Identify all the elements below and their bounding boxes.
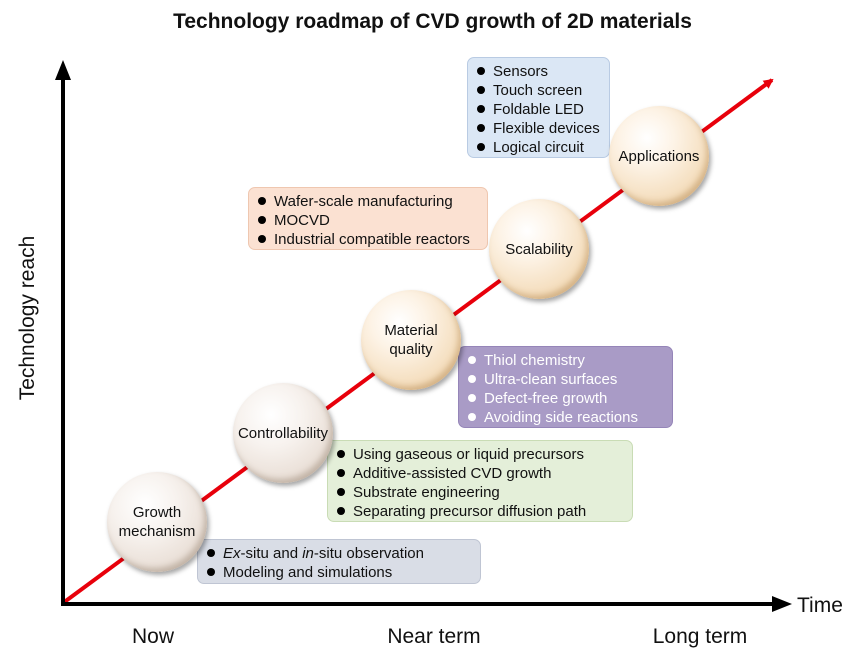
controllability-item: Separating precursor diffusion path bbox=[336, 502, 622, 521]
scalability-item: Industrial compatible reactors bbox=[257, 230, 477, 249]
y-axis-label: Technology reach bbox=[16, 235, 39, 401]
applications-item: Flexible devices bbox=[476, 119, 600, 138]
applications-item: Logical circuit bbox=[476, 138, 599, 157]
tick-long-term: Long term bbox=[652, 625, 748, 648]
stage-label: Material quality bbox=[384, 322, 438, 358]
scalability-item: Wafer-scale manufacturing bbox=[257, 192, 477, 211]
stage-label: Growth mechanism bbox=[118, 504, 196, 540]
scalability-item: MOCVD bbox=[257, 211, 477, 230]
stage-applications: Applications bbox=[609, 106, 709, 206]
x-axis-arrowhead bbox=[772, 596, 792, 612]
stage-controllability: Controllability bbox=[233, 383, 333, 483]
quality-item: Ultra-clean surfaces bbox=[467, 370, 662, 389]
stage-material-quality: Material quality bbox=[361, 290, 461, 390]
tick-near-term: Near term bbox=[387, 625, 481, 648]
mechanism-item: Ex-situ and in-situ observation bbox=[206, 544, 470, 563]
mechanism-item-text: Ex-situ and in-situ observation bbox=[223, 545, 424, 562]
diagram-title: Technology roadmap of CVD growth of 2D m… bbox=[173, 10, 692, 33]
mechanism-box: Ex-situ and in-situ observation Modeling… bbox=[197, 539, 481, 584]
stage-scalability: Scalability bbox=[489, 199, 589, 299]
applications-item: Sensors bbox=[476, 62, 599, 81]
controllability-item: Substrate engineering bbox=[336, 483, 622, 502]
stage-label: Scalability bbox=[505, 240, 573, 258]
y-axis-arrowhead bbox=[55, 60, 71, 80]
applications-item: Foldable LED bbox=[476, 100, 599, 119]
stage-label: Applications bbox=[618, 147, 700, 165]
stage-growth-mechanism: Growth mechanism bbox=[107, 472, 207, 572]
controllability-item: Using gaseous or liquid precursors bbox=[336, 445, 622, 464]
applications-box: Sensors Touch screen Foldable LED Flexib… bbox=[467, 57, 610, 158]
mechanism-item: Modeling and simulations bbox=[206, 563, 470, 582]
tick-now: Now bbox=[131, 625, 175, 648]
quality-item: Thiol chemistry bbox=[467, 351, 662, 370]
quality-item: Avoiding side reactions bbox=[467, 408, 662, 427]
stage-label: Controllability bbox=[237, 424, 329, 442]
quality-item: Defect-free growth bbox=[467, 389, 662, 408]
applications-item: Touch screen bbox=[476, 81, 599, 100]
scalability-box: Wafer-scale manufacturing MOCVD Industri… bbox=[248, 187, 488, 250]
controllability-box: Using gaseous or liquid precursors Addit… bbox=[327, 440, 633, 522]
x-axis-label: Time bbox=[797, 594, 843, 617]
material-quality-box: Thiol chemistry Ultra-clean surfaces Def… bbox=[458, 346, 673, 428]
controllability-item: Additive-assisted CVD growth bbox=[336, 464, 622, 483]
